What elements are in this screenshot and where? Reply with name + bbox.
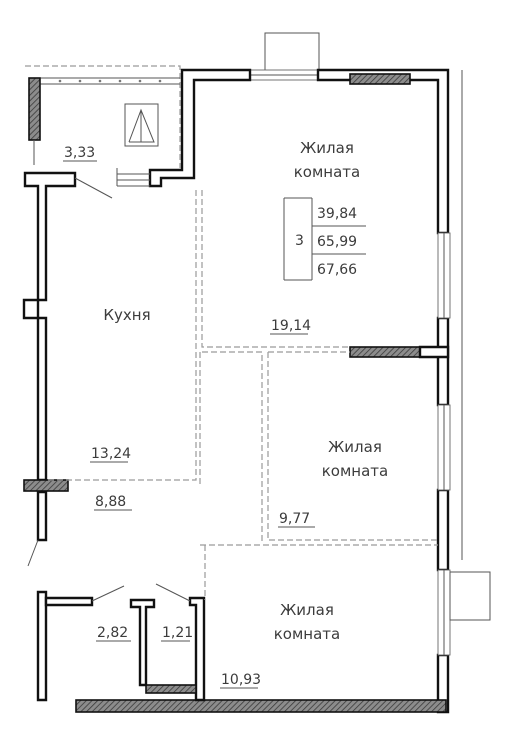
total-area-value: 65,99 (317, 234, 357, 250)
vent-shaft-icon (124, 103, 159, 147)
area-balcony: 3,33 (64, 145, 95, 161)
interior-dashed-lines (48, 190, 438, 600)
door-swings (27, 168, 191, 602)
room-label-living-mid-line2: комната (322, 462, 388, 480)
room-label-living-top-line2: комната (294, 163, 360, 181)
window-top (249, 69, 319, 81)
kitchen-wall-hatched (23, 479, 69, 492)
exterior-walls (22, 68, 450, 714)
windows-right (437, 232, 491, 656)
room-label-kitchen: Кухня (103, 306, 150, 324)
balcony-wall-segment (28, 77, 41, 141)
area-bath2: 1,21 (162, 625, 193, 641)
roof-projection (264, 32, 320, 72)
room-label-living-bottom-line1: Жилая (280, 601, 334, 619)
rooms-count: 3 (295, 233, 304, 249)
total-with-balcony-value: 67,66 (317, 262, 357, 278)
area-kitchen: 13,24 (91, 446, 131, 462)
living-area-value: 39,84 (317, 206, 357, 222)
window-projection-right (449, 571, 491, 621)
balcony-outline (25, 65, 181, 168)
room-labels: Жилая комната Кухня Жилая комната Жилая … (103, 139, 388, 643)
top-wall-hatched (349, 73, 411, 85)
area-values: 3,33 19,14 13,24 8,88 9,77 2,82 1,21 10,… (63, 145, 315, 689)
area-hall: 8,88 (95, 494, 126, 510)
area-room3: 10,93 (221, 672, 261, 688)
room-label-living-bottom-line2: комната (274, 625, 340, 643)
balcony-rail-dots (58, 79, 162, 83)
bottom-wall (75, 699, 447, 713)
area-room2: 9,77 (279, 511, 310, 527)
partition-hatched (349, 346, 421, 358)
area-bath1: 2,82 (97, 625, 128, 641)
area-room1: 19,14 (271, 318, 311, 334)
room-label-living-top-line1: Жилая (300, 139, 354, 157)
room-label-living-mid-line1: Жилая (328, 438, 382, 456)
bath-wall-hatched (145, 684, 197, 694)
area-summary-table: 3 39,84 65,99 67,66 (283, 197, 366, 281)
